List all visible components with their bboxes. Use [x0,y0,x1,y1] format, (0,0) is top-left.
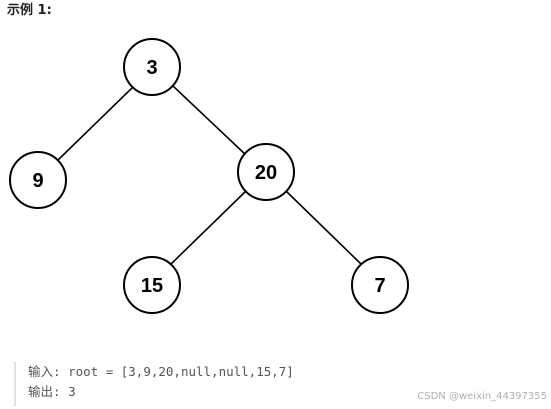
input-value: root = [3,9,20,null,null,15,7] [68,364,294,379]
example-heading: 示例 1: [7,3,52,18]
node-label-3: 3 [146,57,157,79]
node-label-9: 9 [32,170,43,192]
edge-20-15 [170,190,247,265]
tree-node-7: 7 [351,256,409,314]
output-label: 输出: [28,384,61,399]
edge-3-9 [57,87,133,161]
watermark: CSDN @weixin_44397355 [417,391,547,402]
input-line: 输入: root = [3,9,20,null,null,15,7] [28,362,534,382]
tree-node-3: 3 [123,38,181,96]
tree-node-9: 9 [9,151,67,209]
node-label-20: 20 [255,162,277,184]
tree-edges [57,85,362,265]
node-label-15: 15 [141,275,163,297]
binary-tree-diagram: 3 9 20 15 7 [9,38,409,314]
example-code-block: 输入: root = [3,9,20,null,null,15,7] 输出: 3 [14,362,534,406]
node-label-7: 7 [374,275,385,297]
tree-node-20: 20 [237,143,295,201]
tree-node-15: 15 [123,256,181,314]
output-line: 输出: 3 [28,382,534,402]
input-label: 输入: [28,364,61,379]
output-value: 3 [68,384,76,399]
edge-3-20 [172,85,248,157]
edge-20-7 [285,190,362,265]
